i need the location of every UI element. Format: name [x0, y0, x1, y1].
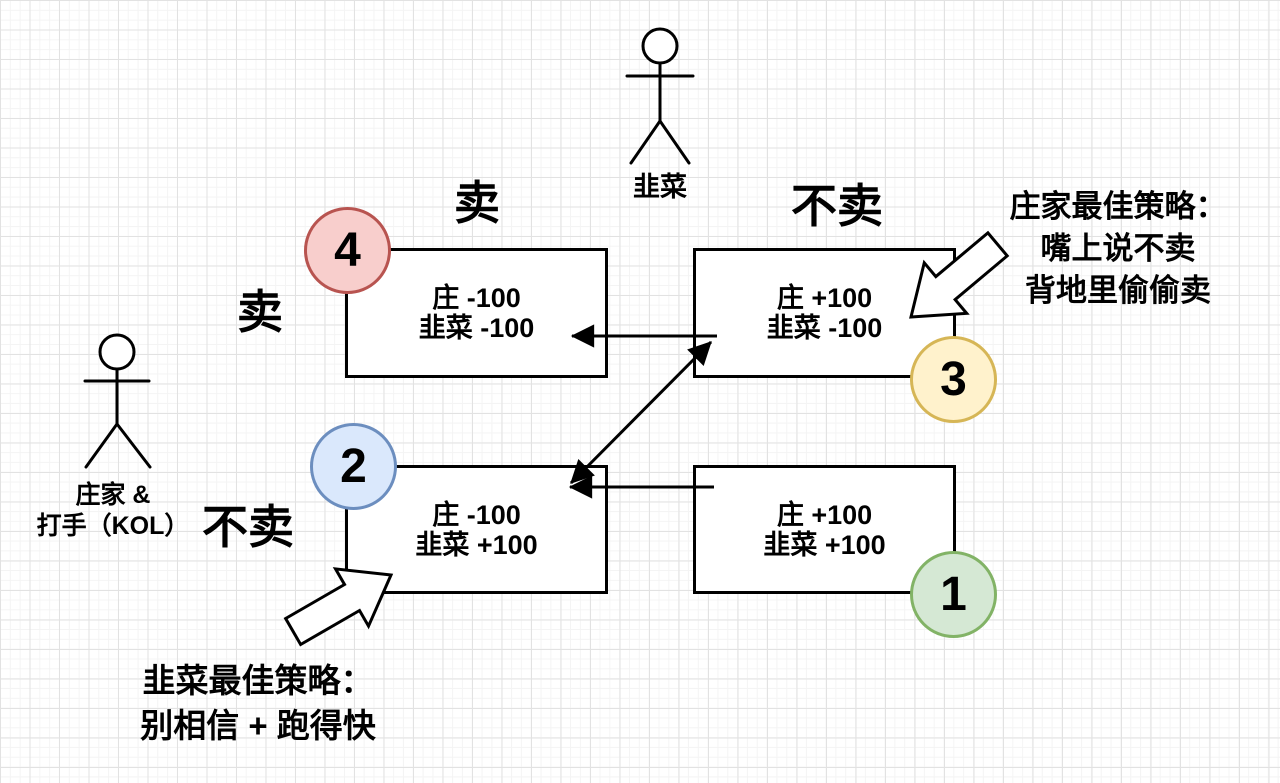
state-badge-3: 3 — [910, 336, 997, 423]
note-line: 庄家最佳策略： — [1009, 189, 1227, 224]
column-header-sell: 卖 — [454, 177, 500, 229]
note-line: 嘴上说不卖 — [1040, 231, 1196, 266]
column-header-hold: 不卖 — [791, 180, 883, 232]
dealer-label-line1: 庄家 & — [75, 481, 151, 509]
leek-stick-figure-icon — [625, 27, 695, 165]
state-badge-1: 1 — [910, 551, 997, 638]
payoff-dealer: 庄 -100 — [432, 283, 521, 313]
leek-best-strategy-note: 韭菜最佳策略： 别相信 + 跑得快 — [140, 658, 376, 748]
payoff-dealer: 庄 +100 — [776, 499, 873, 530]
dealer-stick-figure-icon — [83, 333, 152, 469]
payoff-cell-sell-sell: 庄 -100 韭菜 -100 — [345, 248, 608, 378]
dealer-label-line2: 打手（KOL） — [36, 512, 190, 540]
payoff-dealer: 庄 -100 — [432, 499, 521, 530]
payoff-leek: 韭菜 -100 — [766, 313, 883, 343]
note-line: 韭菜最佳策略： — [142, 662, 374, 699]
payoff-leek: 韭菜 -100 — [418, 313, 535, 343]
dealer-player-label: 庄家 & 打手（KOL） — [37, 480, 190, 542]
payoff-leek: 韭菜 +100 — [415, 529, 538, 560]
note-line: 背地里偷偷卖 — [1025, 273, 1211, 308]
state-badge-2: 2 — [310, 423, 397, 510]
payoff-leek: 韭菜 +100 — [763, 529, 886, 560]
row-header-hold: 不卖 — [202, 501, 294, 553]
payoff-dealer: 庄 +100 — [776, 283, 873, 313]
state-badge-4: 4 — [304, 207, 391, 294]
row-header-sell: 卖 — [237, 286, 283, 338]
leek-player-label: 韭菜 — [633, 172, 687, 202]
payoff-cell-hold-hold: 庄 +100 韭菜 +100 — [693, 465, 956, 594]
dealer-best-strategy-note: 庄家最佳策略： 嘴上说不卖 背地里偷偷卖 — [1010, 186, 1227, 312]
note-line: 别相信 + 跑得快 — [140, 707, 376, 744]
